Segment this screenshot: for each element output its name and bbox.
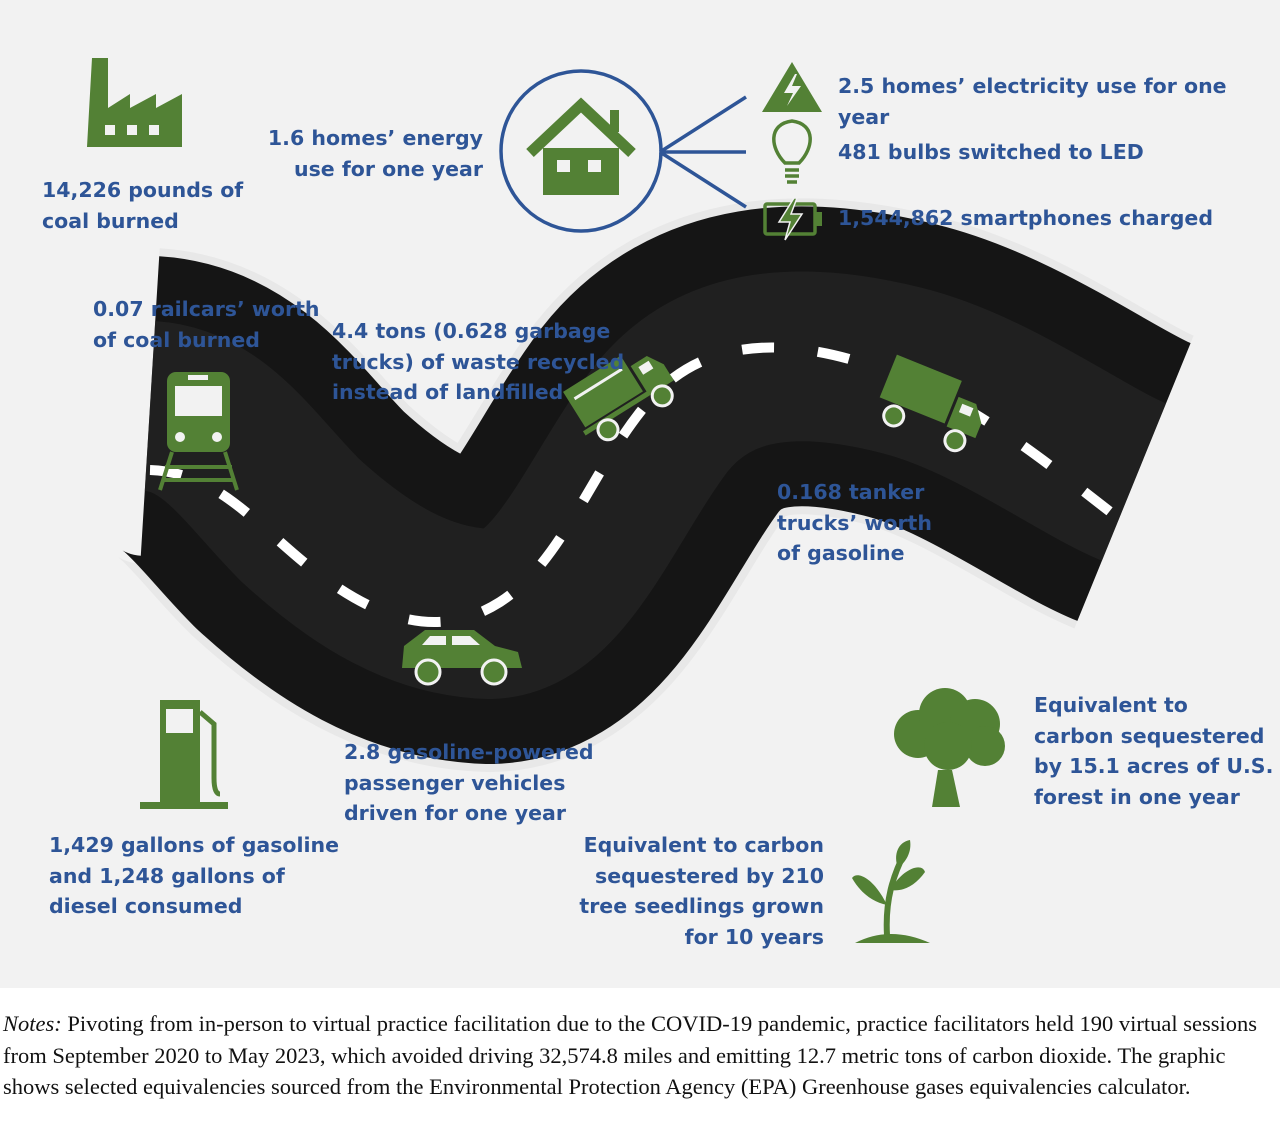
garbage-truck-icon	[563, 355, 674, 442]
car-icon	[402, 630, 522, 686]
tree-icon	[894, 688, 1005, 807]
tanker-label: 0.168 tanker trucks’ worth of gasoline	[777, 480, 932, 565]
seedlings-label: Equivalent to carbon sequestered by 210 …	[579, 833, 824, 949]
gallons-label: 1,429 gallons of gasoline and 1,248 gall…	[49, 833, 340, 918]
factory-icon	[87, 58, 182, 147]
fuel-pump-icon	[140, 700, 228, 809]
infographic-artwork	[87, 58, 1198, 943]
lightning-warning-icon	[762, 62, 822, 112]
notes-lead: Notes:	[3, 1011, 62, 1036]
light-bulb-icon	[772, 119, 812, 184]
railcars-label: 0.07 railcars’ worth of coal burned	[93, 297, 320, 352]
notes-body: Pivoting from in-person to virtual pract…	[3, 1011, 1258, 1099]
home-energy-label: 1.6 homes’ energy use for one year	[267, 126, 483, 181]
forest-label: Equivalent to carbon sequestered by 15.1…	[1034, 693, 1274, 809]
road	[112, 198, 1198, 773]
house-icon	[499, 69, 747, 233]
coal-burned-label: 14,226 pounds of coal burned	[42, 178, 244, 233]
seedling-icon	[852, 840, 930, 943]
infographic-panel: 14,226 pounds of coal burned 1.6 homes’ …	[0, 0, 1280, 988]
vehicles-label: 2.8 gasoline-powered passenger vehicles …	[344, 740, 594, 825]
notes-caption: Notes: Pivoting from in-person to virtua…	[3, 1008, 1277, 1103]
road-center-line	[149, 342, 1137, 627]
bulbs-label: 481 bulbs switched to LED	[838, 140, 1144, 164]
electricity-label: 2.5 homes’ electricity use for one year	[838, 74, 1227, 129]
train-icon	[158, 372, 239, 491]
tanker-truck-icon	[879, 354, 982, 453]
waste-recycled-label: 4.4 tons (0.628 garbage trucks) of waste…	[332, 319, 625, 404]
smartphones-label: 1,544,862 smartphones charged	[838, 206, 1213, 230]
battery-charging-icon	[763, 197, 822, 241]
